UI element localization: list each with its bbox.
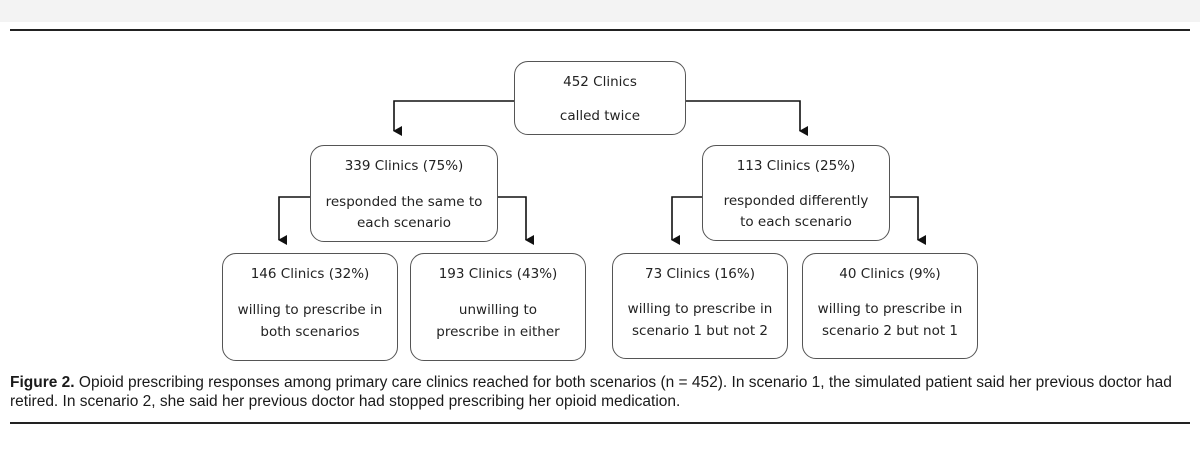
node-scenario2-only: 40 Clinics (9%) willing to prescribe in … [802, 253, 978, 359]
figure-label: Figure 2. [10, 374, 75, 391]
arrow-root-to-diff [686, 100, 808, 136]
bottom-rule [10, 422, 1190, 424]
node-same-line2: each scenario [357, 215, 451, 231]
arrow-root-to-same [393, 100, 514, 136]
node-neither-title: 193 Clinics (43%) [438, 266, 558, 282]
node-diff-title: 113 Clinics (25%) [736, 158, 856, 174]
node-s2only-line2: scenario 2 but not 1 [821, 323, 959, 339]
node-total-desc: called twice [559, 108, 641, 124]
node-unwilling-either: 193 Clinics (43%) unwilling to prescribe… [410, 253, 586, 361]
top-rule [10, 29, 1190, 31]
arrow-same-to-both [278, 196, 310, 245]
node-diff-line2: to each scenario [740, 214, 852, 230]
node-total-clinics: 452 Clinics called twice [514, 61, 686, 135]
node-s2only-line1: willing to prescribe in [817, 301, 963, 317]
node-s1only-line1: willing to prescribe in [627, 301, 773, 317]
node-neither-line1: unwilling to [458, 302, 538, 318]
node-different-response: 113 Clinics (25%) responded differently … [702, 145, 890, 241]
node-s1only-line2: scenario 1 but not 2 [631, 323, 769, 339]
node-willing-both: 146 Clinics (32%) willing to prescribe i… [222, 253, 398, 361]
node-both-title: 146 Clinics (32%) [250, 266, 370, 282]
arrow-diff-to-s2only [890, 196, 926, 245]
node-diff-line1: responded differently [723, 193, 869, 209]
top-band [0, 0, 1200, 22]
node-s1only-title: 73 Clinics (16%) [645, 266, 755, 282]
figure-caption-text: Opioid prescribing responses among prima… [10, 374, 1172, 410]
arrow-diff-to-s1only [671, 196, 702, 245]
node-scenario1-only: 73 Clinics (16%) willing to prescribe in… [612, 253, 788, 359]
node-neither-line2: prescribe in either [436, 324, 560, 340]
figure-caption: Figure 2. Opioid prescribing responses a… [10, 373, 1195, 411]
node-same-response: 339 Clinics (75%) responded the same to … [310, 145, 498, 242]
node-same-line1: responded the same to [325, 194, 483, 210]
node-same-title: 339 Clinics (75%) [344, 158, 464, 174]
arrow-same-to-neither [498, 196, 534, 245]
node-s2only-title: 40 Clinics (9%) [839, 266, 941, 282]
node-both-line2: both scenarios [260, 324, 360, 340]
node-total-title: 452 Clinics [563, 74, 637, 90]
node-both-line1: willing to prescribe in [237, 302, 383, 318]
